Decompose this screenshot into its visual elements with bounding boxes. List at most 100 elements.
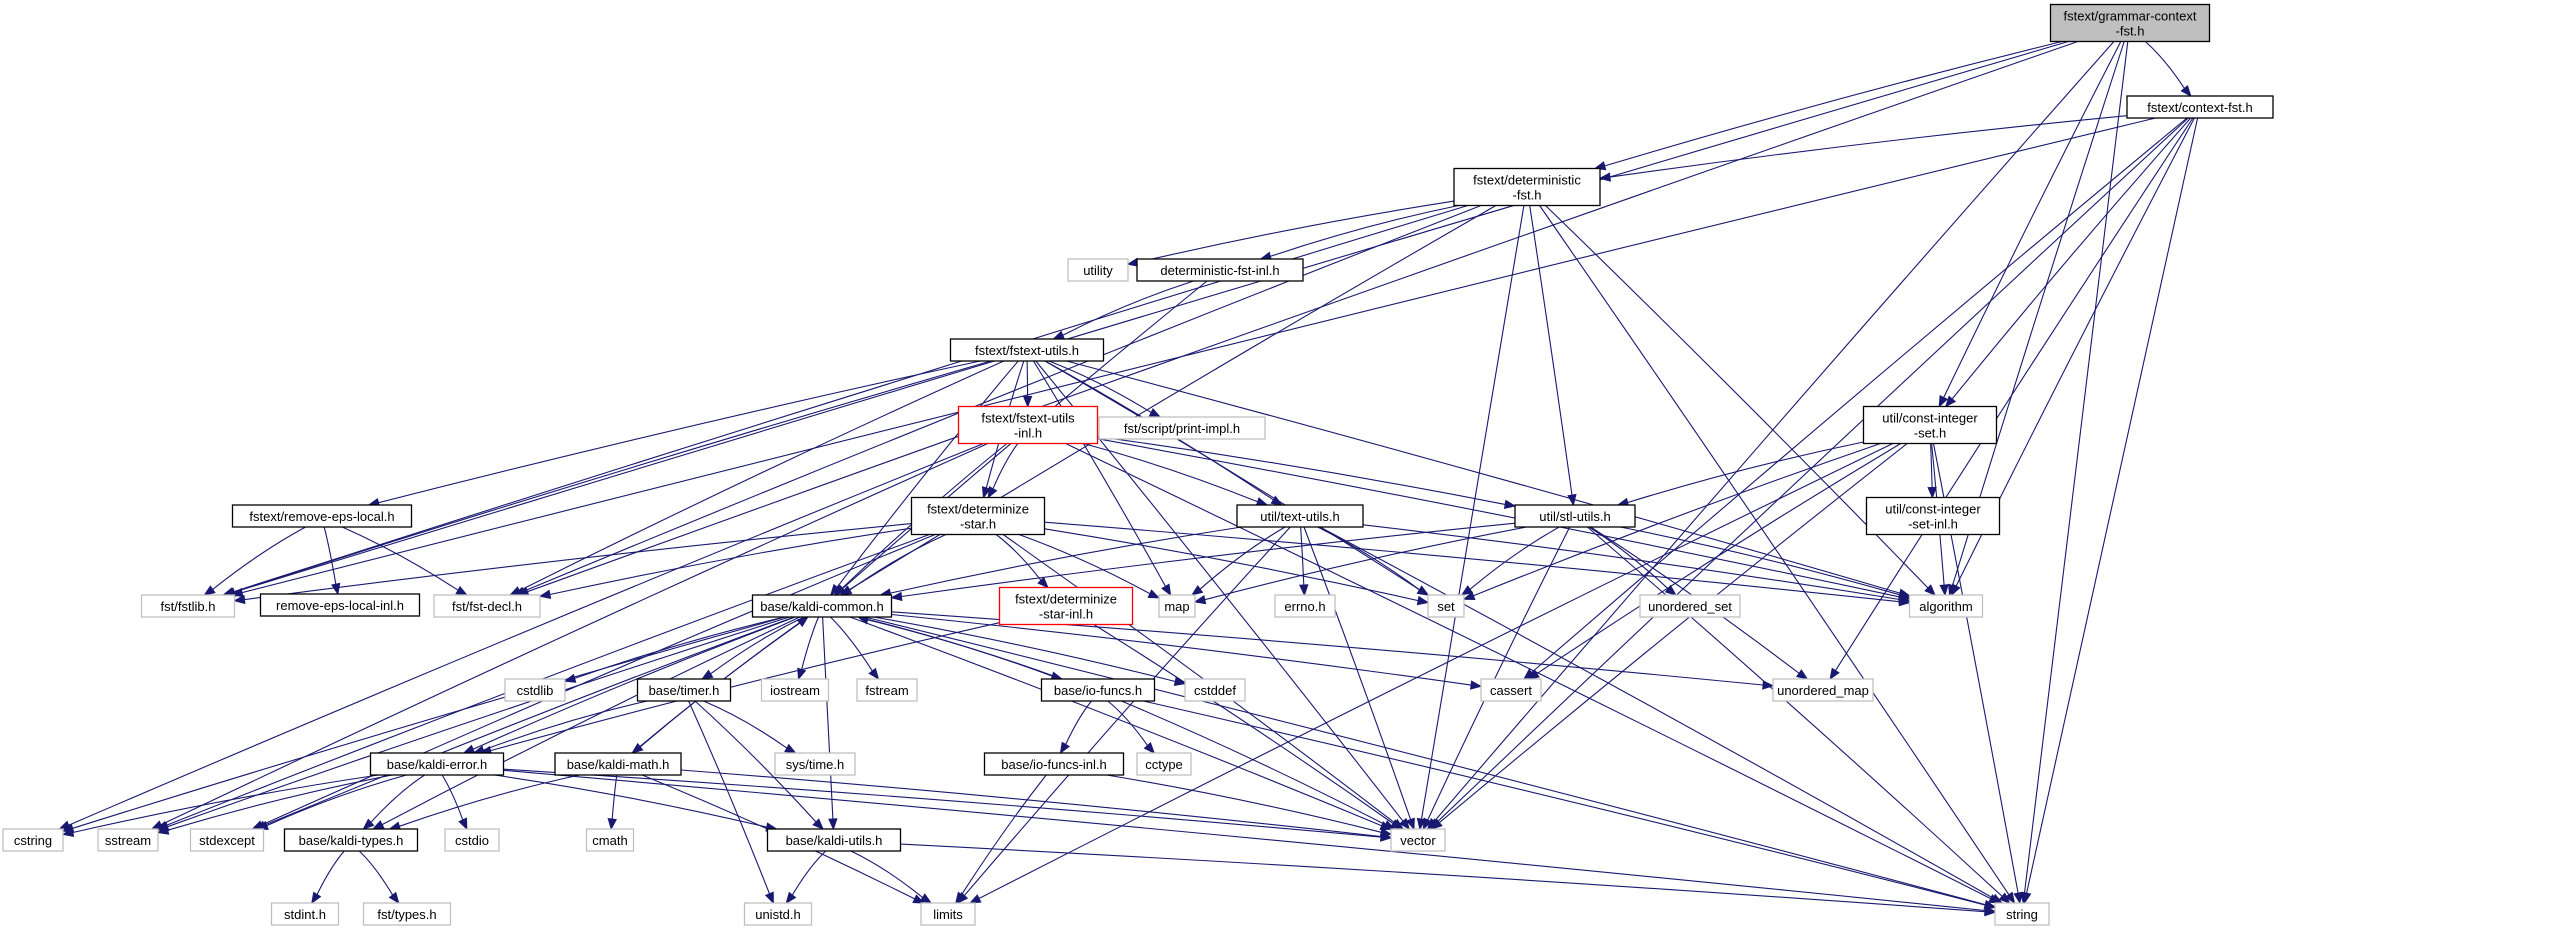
edge-textutils-to-set	[1317, 526, 1430, 596]
node-box	[957, 405, 1099, 445]
edge-stlutils-to-algorithm	[1620, 526, 1911, 600]
node-box	[2049, 3, 2211, 43]
node-box	[433, 594, 541, 618]
node-sstream: sstream	[97, 828, 159, 852]
node-fstdecl: fst/fst-decl.h	[433, 594, 541, 618]
node-removeepsinl[interactable]: remove-eps-local-inl.h	[259, 593, 421, 617]
node-limits: limits	[920, 902, 976, 926]
edge-contextfst-to-cassert	[1522, 117, 2188, 680]
node-detfst[interactable]: fstext/deterministic-fst.h	[1453, 167, 1601, 207]
node-removeeps[interactable]: fstext/remove-eps-local.h	[231, 504, 413, 528]
node-algorithm: algorithm	[1908, 594, 1984, 618]
node-label: fstext/fstext-utils.h	[975, 343, 1079, 358]
node-box	[585, 828, 635, 852]
node-kaldimath[interactable]: base/kaldi-math.h	[554, 752, 682, 776]
node-detfstinl[interactable]: deterministic-fst-inl.h	[1136, 258, 1304, 282]
node-label: fst/fstlib.h	[161, 599, 216, 614]
node-kaldicommon[interactable]: base/kaldi-common.h	[751, 594, 893, 618]
node-box	[1067, 258, 1129, 282]
edge-textutils-to-algorithm	[1362, 524, 1911, 605]
node-label: remove-eps-local-inl.h	[276, 598, 404, 613]
node-kaldierror[interactable]: base/kaldi-error.h	[369, 752, 505, 776]
node-box	[1908, 594, 1984, 618]
edge-stlutils-to-set	[1460, 526, 1560, 596]
edge-textutils-to-limits	[956, 526, 1291, 905]
edge-removeeps-to-removeepsinl	[323, 526, 341, 596]
edge-iofuncsinl-to-vector	[1106, 774, 1393, 837]
edge-fstextutilsinl-to-detstar	[987, 443, 1019, 499]
node-label: unordered_set	[1648, 599, 1732, 614]
node-box	[1136, 258, 1304, 282]
node-box	[1184, 678, 1246, 702]
node-fstextutilsinl[interactable]: fstext/fstext-utils-inl.h	[957, 405, 1099, 445]
node-contextfst[interactable]: fstext/context-fst.h	[2126, 95, 2274, 119]
edge-constintset-to-vector	[1430, 443, 1908, 830]
edge-detstar-to-detstarinl	[995, 534, 1049, 589]
node-label: fst/types.h	[377, 907, 436, 922]
edge-timer-to-unistd	[688, 700, 774, 905]
node-label: fstream	[865, 683, 908, 698]
node-box	[1098, 416, 1266, 440]
edge-kaldierror-to-cstring	[61, 774, 379, 838]
node-kaldiutils[interactable]: base/kaldi-utils.h	[766, 828, 902, 852]
node-unordmap: unordered_map	[1772, 678, 1874, 702]
node-cstddef: cstddef	[1184, 678, 1246, 702]
edge-textutils-to-string	[1319, 526, 2004, 904]
edge-fstextutils-to-algorithm	[1066, 360, 1911, 598]
node-label: cstring	[14, 833, 52, 848]
node-label: base/timer.h	[649, 683, 720, 698]
node-label: errno.h	[1284, 599, 1325, 614]
node-fstextutils[interactable]: fstext/fstext-utils.h	[949, 338, 1105, 362]
node-constintsetinl[interactable]: util/const-integer-set-inl.h	[1865, 496, 2001, 536]
node-label: util/const-integer	[1885, 502, 1981, 517]
edge-kaldicommon-to-iostream	[797, 616, 820, 681]
edge-detstar-to-map	[1018, 533, 1161, 599]
edge-root-to-fstlib	[223, 40, 2069, 597]
node-label: base/kaldi-types.h	[299, 833, 404, 848]
node-root[interactable]: fstext/grammar-context-fst.h	[2049, 3, 2211, 43]
node-box	[97, 828, 159, 852]
node-stdexcept: stdexcept	[189, 828, 265, 852]
node-stlutils[interactable]: util/stl-utils.h	[1514, 504, 1636, 528]
node-box	[774, 752, 856, 776]
node-box	[1274, 594, 1336, 618]
node-label: util/text-utils.h	[1260, 509, 1339, 524]
edge-kaldierror-to-sstream	[156, 774, 393, 835]
edge-kalditypes-to-fsttypes	[358, 850, 400, 905]
node-label: utility	[1083, 263, 1113, 278]
node-box	[983, 752, 1125, 776]
node-label: cmath	[592, 833, 627, 848]
edge-timer-to-kaldiutils	[694, 700, 824, 830]
edge-fstextutils-to-fstlib	[222, 360, 992, 597]
node-cstring: cstring	[2, 828, 64, 852]
node-detstar[interactable]: fstext/determinize-star.h	[910, 496, 1046, 536]
node-iofuncsinl[interactable]: base/io-funcs-inl.h	[983, 752, 1125, 776]
edge-iofuncsinl-to-limits	[955, 774, 1047, 905]
node-box	[920, 902, 976, 926]
edge-detstar-to-algorithm	[1044, 521, 1911, 607]
edge-constintset-to-stlutils	[1616, 441, 1864, 507]
node-box	[1480, 678, 1542, 702]
node-label: base/kaldi-utils.h	[786, 833, 883, 848]
edge-iofuncs-to-cctype	[1107, 700, 1156, 755]
node-label: -set.h	[1914, 426, 1947, 441]
node-cmath: cmath	[585, 828, 635, 852]
node-box	[2126, 95, 2274, 119]
node-label: string	[2006, 907, 2038, 922]
node-iofuncs[interactable]: base/io-funcs.h	[1040, 678, 1156, 702]
edge-kaldimath-to-kalditypes	[388, 774, 580, 831]
node-kalditypes[interactable]: base/kaldi-types.h	[283, 828, 419, 852]
edge-detfst-to-utility	[1126, 200, 1455, 267]
node-stdint: stdint.h	[270, 902, 340, 926]
node-systime: sys/time.h	[774, 752, 856, 776]
node-cctype: cctype	[1136, 752, 1192, 776]
node-box	[1136, 752, 1192, 776]
node-label: fstext/deterministic	[1473, 173, 1581, 188]
node-textutils[interactable]: util/text-utils.h	[1236, 504, 1364, 528]
edge-stlutils-to-unordset	[1588, 526, 1677, 596]
node-timer[interactable]: base/timer.h	[636, 678, 732, 702]
edge-timer-to-systime	[703, 700, 797, 754]
edge-iofuncs-to-iofuncsinl	[1059, 700, 1092, 755]
node-constintset[interactable]: util/const-integer-set.h	[1862, 405, 1998, 445]
node-detstarinl[interactable]: fstext/determinize-star-inl.h	[998, 586, 1134, 626]
